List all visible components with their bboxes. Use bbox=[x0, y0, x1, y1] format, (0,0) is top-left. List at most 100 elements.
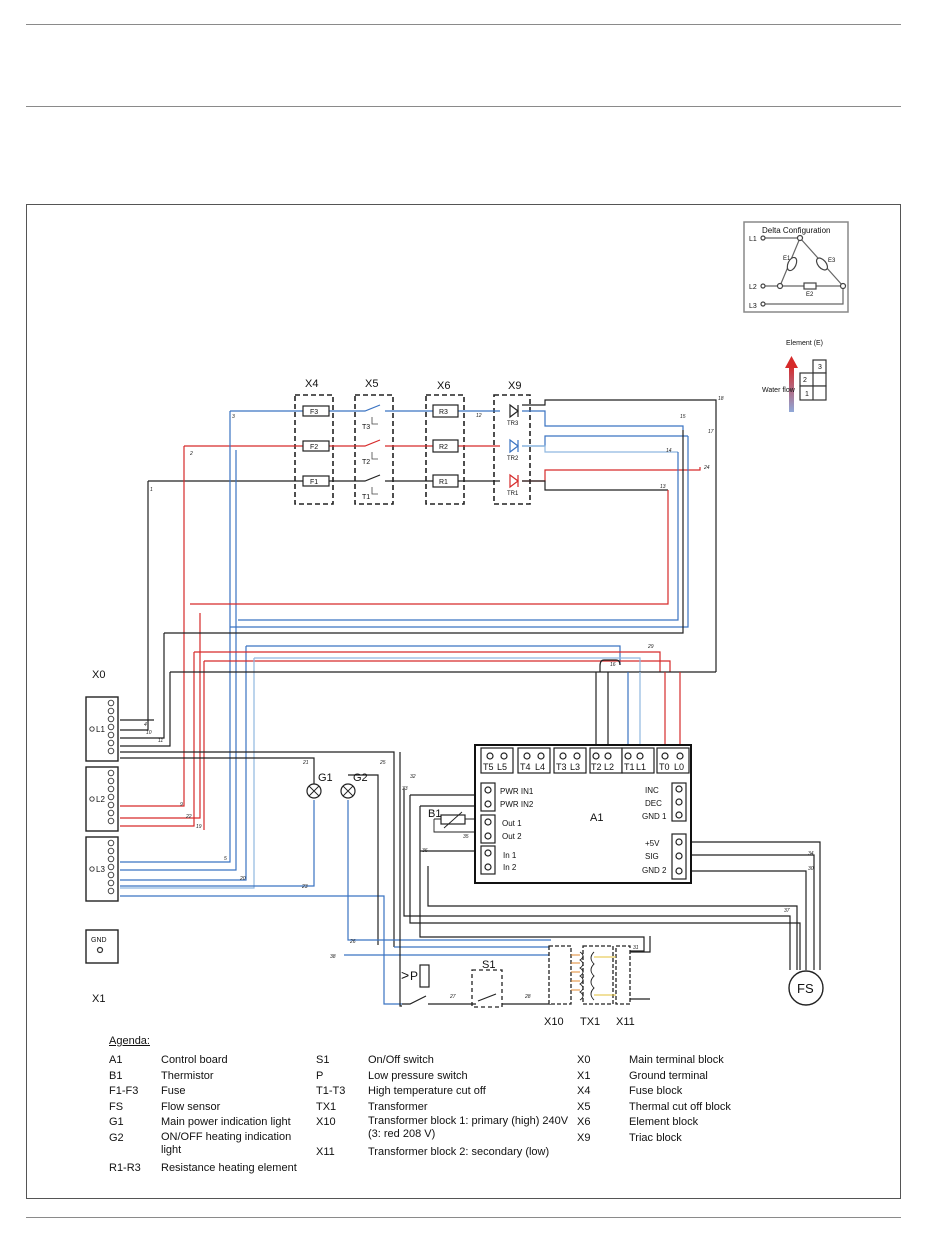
wire-numbers: 1 2 3 4 5 9 10 11 12 13 14 15 16 17 18 1… bbox=[144, 396, 814, 1000]
svg-text:14: 14 bbox=[666, 448, 672, 454]
cutoff-t3-label: T3 bbox=[362, 424, 370, 431]
x10-label: X10 bbox=[544, 1016, 564, 1028]
svg-text:24: 24 bbox=[703, 465, 710, 471]
svg-text:9: 9 bbox=[180, 802, 183, 808]
g1-lamp-icon bbox=[306, 783, 322, 799]
a1-t2: T2 bbox=[591, 762, 602, 772]
water-flow-arrow-icon bbox=[789, 366, 794, 412]
delta-configuration-box: Delta Configuration L1 L2 L3 E1 E3 E2 bbox=[743, 221, 849, 313]
x6-element-block bbox=[425, 394, 465, 505]
triac-tr1-label: TR1 bbox=[507, 491, 519, 497]
x0-label: X0 bbox=[92, 669, 105, 681]
x5-label: X5 bbox=[365, 378, 378, 390]
top-rule bbox=[26, 24, 901, 25]
phase-2-line bbox=[184, 439, 500, 447]
svg-text:32: 32 bbox=[410, 774, 416, 780]
delta-e3-label: E3 bbox=[828, 258, 836, 264]
delta-e2-label: E2 bbox=[806, 292, 814, 298]
a1-pwr-in1: PWR IN1 bbox=[500, 787, 534, 796]
element-n3: 3 bbox=[818, 364, 822, 371]
svg-text:28: 28 bbox=[524, 994, 531, 1000]
svg-text:36: 36 bbox=[422, 848, 428, 854]
g1-label: G1 bbox=[318, 772, 333, 784]
svg-text:35: 35 bbox=[463, 834, 469, 840]
fuse-f3-label: F3 bbox=[310, 409, 318, 416]
a1-l0: L0 bbox=[674, 762, 684, 772]
g2-label: G2 bbox=[353, 772, 368, 784]
x9-triac-block bbox=[493, 394, 531, 505]
a1-l2: L2 bbox=[604, 762, 614, 772]
svg-text:15: 15 bbox=[680, 414, 686, 420]
fuse-f2-label: F2 bbox=[310, 444, 318, 451]
footer-rule bbox=[26, 1217, 901, 1218]
resistor-r3-label: R3 bbox=[439, 409, 448, 416]
svg-text:4: 4 bbox=[144, 722, 147, 728]
fuse-f3 bbox=[302, 405, 330, 417]
triac-tr2-label: TR2 bbox=[507, 456, 519, 462]
x6-label: X6 bbox=[437, 380, 450, 392]
s1-label: S1 bbox=[482, 959, 495, 971]
a1-l5: L5 bbox=[497, 762, 507, 772]
ground-terminal-x1 bbox=[85, 929, 119, 964]
x0-l3-label: L3 bbox=[96, 865, 105, 874]
fs-label: FS bbox=[797, 981, 814, 996]
resistor-r1 bbox=[432, 474, 459, 488]
svg-text:29: 29 bbox=[647, 644, 654, 650]
x4-label: X4 bbox=[305, 378, 318, 390]
svg-text:37: 37 bbox=[784, 908, 790, 914]
a1-gnd2: GND 2 bbox=[642, 866, 667, 875]
svg-text:13: 13 bbox=[660, 484, 666, 490]
a1-l1: L1 bbox=[636, 762, 646, 772]
resistor-r3 bbox=[432, 404, 459, 418]
element-n2: 2 bbox=[803, 377, 807, 384]
x4-fuse-block bbox=[294, 394, 334, 505]
x11-label: X11 bbox=[616, 1016, 635, 1028]
resistor-r2-label: R2 bbox=[439, 444, 448, 451]
svg-text:38: 38 bbox=[330, 954, 336, 960]
delta-l3-label: L3 bbox=[749, 303, 757, 310]
svg-text:12: 12 bbox=[476, 413, 482, 419]
svg-text:23: 23 bbox=[301, 884, 308, 890]
x9-label: X9 bbox=[508, 380, 521, 392]
svg-text:34: 34 bbox=[808, 851, 814, 857]
a1-label: A1 bbox=[590, 812, 603, 824]
pressure-symbol: > bbox=[401, 967, 409, 983]
cutoff-t2-label: T2 bbox=[362, 459, 370, 466]
a1-top-terminals bbox=[480, 747, 690, 774]
a1-l4: L4 bbox=[535, 762, 545, 772]
a1-inc: INC bbox=[645, 786, 659, 795]
fuse-f1-label: F1 bbox=[310, 479, 318, 486]
svg-text:22: 22 bbox=[185, 814, 192, 820]
a1-t3: T3 bbox=[556, 762, 567, 772]
x0-l1-label: L1 bbox=[96, 725, 105, 734]
p-label: P bbox=[410, 969, 418, 983]
svg-text:31: 31 bbox=[633, 945, 639, 951]
b1-label: B1 bbox=[428, 808, 441, 820]
legend-title: Agenda: bbox=[109, 1035, 150, 1047]
a1-out1: Out 1 bbox=[502, 819, 522, 828]
x1-label: X1 bbox=[92, 993, 105, 1005]
a1-pwr-in2: PWR IN2 bbox=[500, 800, 534, 809]
svg-text:1: 1 bbox=[150, 487, 153, 493]
a1-dec: DEC bbox=[645, 799, 662, 808]
triac-symbols bbox=[509, 403, 519, 489]
a1-t1: T1 bbox=[624, 762, 635, 772]
a1-in2: In 2 bbox=[503, 863, 517, 872]
water-flow-label: Water flow bbox=[762, 387, 796, 394]
svg-text:27: 27 bbox=[449, 994, 456, 1000]
delta-l2-label: L2 bbox=[749, 284, 757, 291]
on-off-switch-s1 bbox=[471, 969, 503, 1008]
